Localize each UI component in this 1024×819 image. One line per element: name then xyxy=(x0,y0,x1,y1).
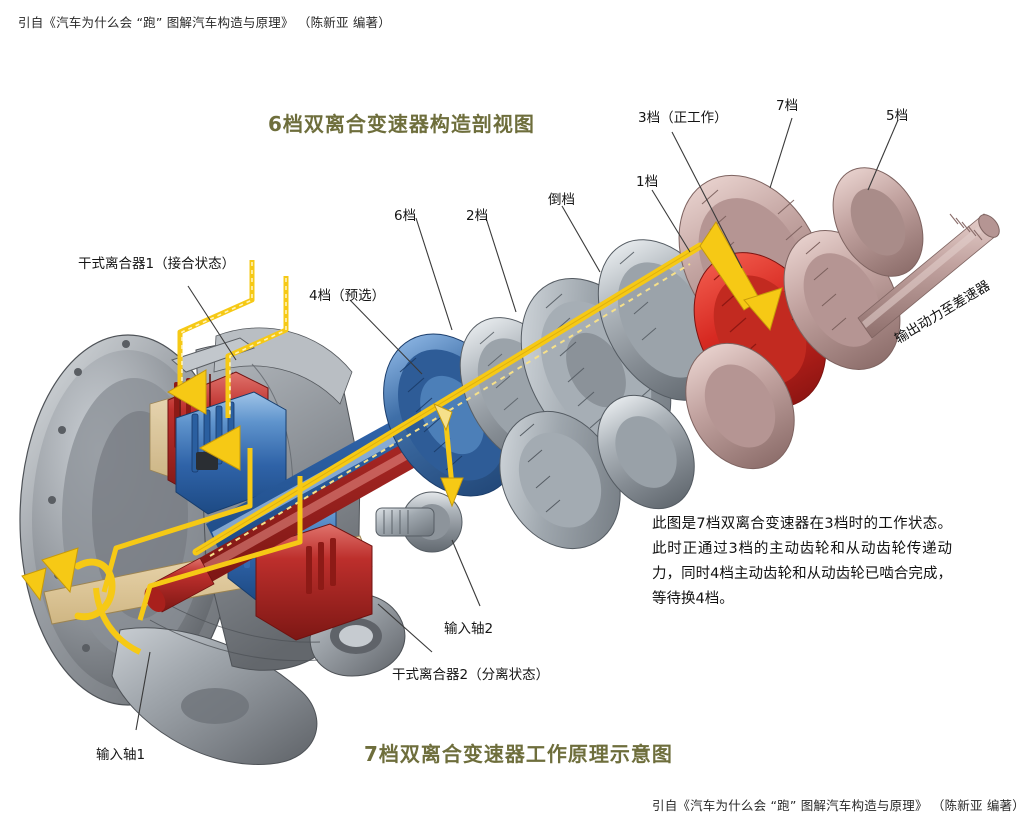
label-input-shaft-1: 输入轴1 xyxy=(96,747,146,763)
power-flow-arrowheads-clutch xyxy=(167,369,241,471)
countershaft-gear-lower-small xyxy=(597,394,695,510)
output-shaft-to-differential xyxy=(857,213,1000,339)
label-gear-5: 5档 xyxy=(886,108,909,124)
countershaft-gear-lower-big xyxy=(499,410,621,550)
citation-top: 引自《汽车为什么会 “跑” 图解汽车构造与原理》 （陈新亚 编著） xyxy=(18,15,391,30)
power-flow-outline-highlight xyxy=(181,262,287,418)
label-gear-1: 1档 xyxy=(636,174,659,190)
label-gear-7: 7档 xyxy=(776,98,799,114)
label-clutch-1: 干式离合器1（接合状态） xyxy=(78,256,236,272)
gear-5-rose xyxy=(832,167,924,277)
idler-gear-lower xyxy=(375,491,463,553)
power-flow-arrow-path xyxy=(192,221,783,557)
upper-title: 6档双离合变速器构造剖视图 xyxy=(268,112,535,136)
lower-title: 7档双离合变速器工作原理示意图 xyxy=(364,742,673,766)
label-gear-2: 2档 xyxy=(466,208,489,224)
label-gear-4-preselect: 4档（预选） xyxy=(309,288,386,304)
citation-bottom: 引自《汽车为什么会 “跑” 图解汽车构造与原理》 （陈新亚 编著） xyxy=(652,798,1024,813)
label-clutch-2: 干式离合器2（分离状态） xyxy=(392,667,550,683)
label-input-shaft-2: 输入轴2 xyxy=(444,621,494,637)
explanatory-note: 此图是7档双离合变速器在3档时的工作状态。此时正通过3档的主动齿轮和从动齿轮传递… xyxy=(652,516,952,607)
label-gear-6: 6档 xyxy=(394,208,417,224)
engine-input-rotation-arrow xyxy=(21,547,142,655)
clutch-hub-lower-red xyxy=(255,523,373,641)
gear-cluster-rose-lower xyxy=(685,342,795,470)
label-gear-3-active: 3档（正工作） xyxy=(638,110,728,126)
leader-lines xyxy=(135,117,899,731)
label-reverse-gear: 倒档 xyxy=(548,192,575,208)
